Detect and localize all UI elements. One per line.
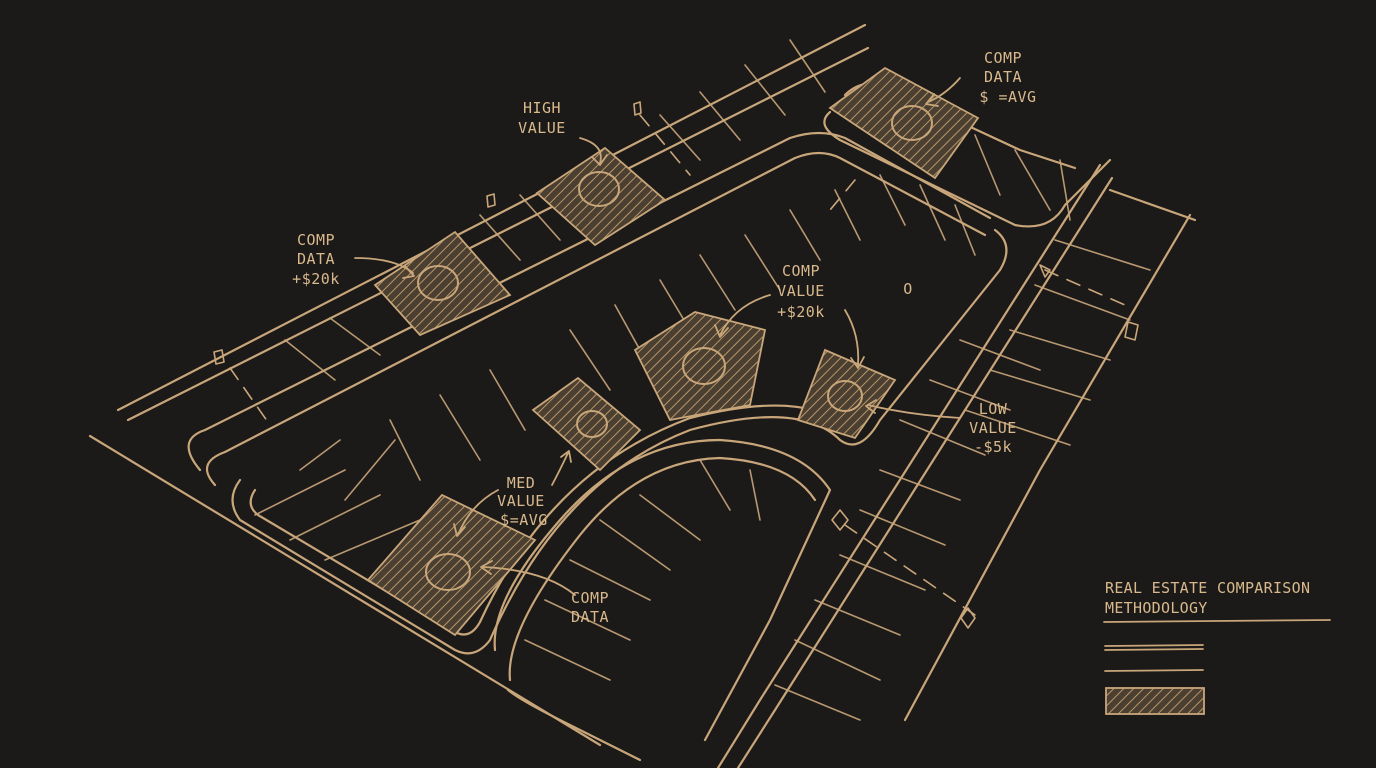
stake-marker (832, 510, 848, 530)
label-line: MED (507, 474, 536, 492)
label-line: HIGH (523, 99, 561, 117)
parcel-low-value (798, 350, 895, 438)
marker-o-label: O (903, 280, 913, 298)
stake-marker (1040, 265, 1050, 277)
highlighted-parcels (368, 68, 978, 635)
legend-swatch-line (1105, 670, 1203, 671)
annotation-med-value: MED VALUE $=AVG (497, 474, 548, 529)
label-line: VALUE (777, 282, 825, 300)
label-line: LOW (979, 400, 1008, 418)
annotation-comp-data-left: COMP DATA +$20k (292, 231, 340, 288)
label-line: COMP (782, 262, 820, 280)
legend-swatch-line (1105, 645, 1203, 646)
legend: REAL ESTATE COMPARISON METHODOLOGY (1104, 579, 1330, 714)
annotation-high-value: HIGH VALUE (518, 99, 566, 137)
legend-title-line1: REAL ESTATE COMPARISON (1105, 579, 1310, 597)
arrow-med-value-upper (552, 451, 571, 485)
label-line: DATA (984, 68, 1022, 86)
legend-title-line2: METHODOLOGY (1105, 599, 1208, 617)
label-line: COMP (984, 49, 1022, 67)
legend-swatch-line (1105, 649, 1203, 650)
label-line: -$5k (974, 438, 1012, 456)
far-right-edge (905, 215, 1190, 720)
label-line: $ =AVG (979, 88, 1036, 106)
annotation-comp-data-top: COMP DATA $ =AVG (979, 49, 1036, 106)
cul-de-sac-inner (510, 458, 815, 680)
label-line: DATA (297, 250, 335, 268)
far-right-edge-2 (1110, 190, 1195, 220)
label-line: VALUE (497, 492, 545, 510)
label-line: +$20k (292, 270, 340, 288)
label-line: $=AVG (500, 511, 548, 529)
parcel-comp-data-left (375, 232, 510, 335)
cul-de-sac-outer (495, 440, 830, 740)
parcel-comp-data-top (830, 68, 978, 178)
parcel-med-value-upper (533, 378, 640, 470)
label-line: DATA (571, 608, 609, 626)
street-network (90, 25, 1195, 768)
annotation-low-value: LOW VALUE -$5k (969, 400, 1017, 456)
label-line: VALUE (969, 419, 1017, 437)
legend-underline (1104, 620, 1330, 622)
stake-marker (1125, 322, 1138, 340)
legend-swatch-hatched (1106, 688, 1204, 714)
stake-marker (634, 102, 641, 115)
annotation-comp-data-bottom: COMP DATA (571, 589, 609, 626)
label-line: +$20k (777, 303, 825, 321)
stake-marker (487, 194, 495, 207)
label-line: COMP (571, 589, 609, 607)
annotation-comp-value-center: COMP VALUE +$20k (777, 262, 825, 321)
label-line: COMP (297, 231, 335, 249)
parcel-comp-value-center (635, 312, 765, 420)
label-line: VALUE (518, 119, 566, 137)
